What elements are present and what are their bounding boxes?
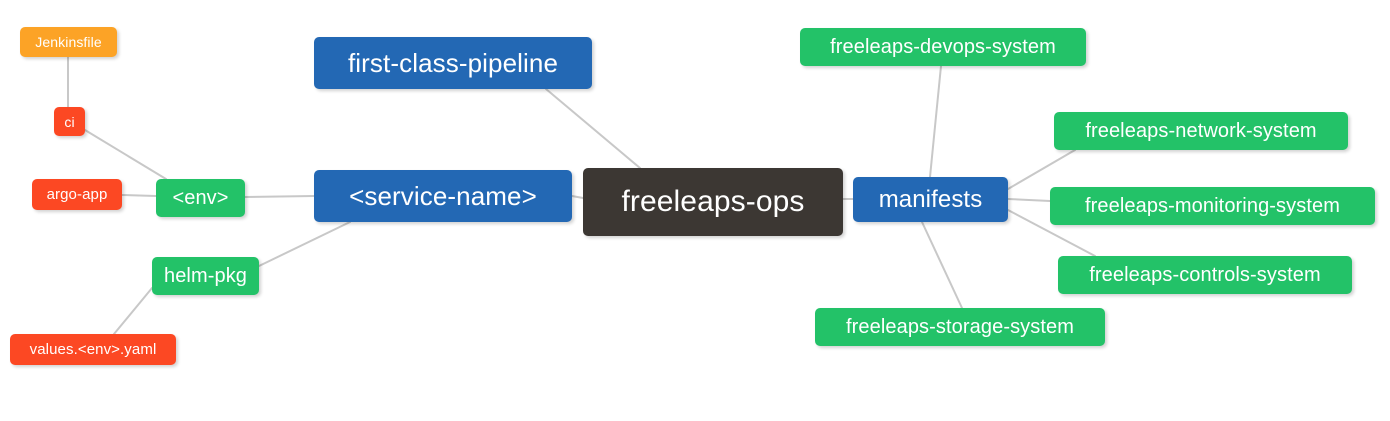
mindmap-node-root[interactable]: freeleaps-ops <box>583 168 843 236</box>
mindmap-node-env[interactable]: <env> <box>156 179 245 217</box>
edge-pipeline-to-root <box>545 88 641 169</box>
edge-manifests-to-monitoring <box>1007 198 1051 202</box>
edge-helm-to-values <box>113 287 153 335</box>
edge-manifests-to-network <box>1007 149 1076 190</box>
mindmap-node-values[interactable]: values.<env>.yaml <box>10 334 176 365</box>
edge-service-to-root <box>571 195 584 199</box>
mindmap-node-pipeline[interactable]: first-class-pipeline <box>314 37 592 89</box>
mindmap-node-network[interactable]: freeleaps-network-system <box>1054 112 1348 150</box>
edge-service-to-helm <box>258 221 351 267</box>
mindmap-node-controls[interactable]: freeleaps-controls-system <box>1058 256 1352 294</box>
mindmap-node-devops[interactable]: freeleaps-devops-system <box>800 28 1086 66</box>
mindmap-node-ci[interactable]: ci <box>54 107 85 136</box>
edge-service-to-env <box>244 195 315 198</box>
mindmap-node-storage[interactable]: freeleaps-storage-system <box>815 308 1105 346</box>
mindmap-node-jenkins[interactable]: Jenkinsfile <box>20 27 117 57</box>
edge-manifests-to-devops <box>929 65 942 178</box>
mindmap-node-monitoring[interactable]: freeleaps-monitoring-system <box>1050 187 1375 225</box>
mindmap-node-manifests[interactable]: manifests <box>853 177 1008 222</box>
mindmap-node-helm[interactable]: helm-pkg <box>152 257 259 295</box>
edge-manifests-to-storage <box>921 221 963 309</box>
edge-env-to-argo <box>121 194 157 197</box>
edge-env-to-ci <box>84 129 167 180</box>
mindmap-node-service[interactable]: <service-name> <box>314 170 572 222</box>
mindmap-node-argo[interactable]: argo-app <box>32 179 122 210</box>
